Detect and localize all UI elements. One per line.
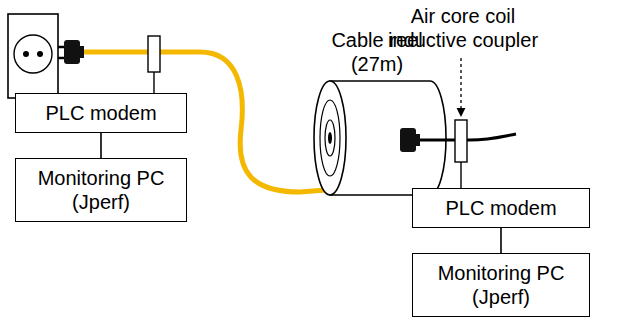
box-text: Monitoring PC (Jperf)	[421, 261, 581, 309]
cable-reel	[314, 81, 446, 195]
coupler-wire	[460, 162, 461, 188]
wall-outlet	[8, 14, 58, 98]
box-text: PLC modem	[45, 101, 156, 125]
left-coupler	[148, 36, 160, 72]
device-box: Monitoring PC (Jperf)	[412, 253, 590, 317]
box-text: Monitoring PC (Jperf)	[24, 166, 178, 214]
cable-link	[100, 133, 102, 158]
part-label: Air core coil inductive coupler	[378, 4, 548, 52]
air-core-coupler	[455, 120, 467, 162]
device-box: PLC modem	[15, 93, 187, 133]
left-plug	[58, 40, 84, 64]
cable-link	[500, 228, 502, 253]
device-box: PLC modem	[412, 188, 590, 228]
callout-arrow	[460, 58, 461, 116]
device-box: Monitoring PC (Jperf)	[15, 158, 187, 222]
coupler-wire	[153, 72, 154, 93]
box-text: PLC modem	[445, 196, 556, 220]
reel-plug	[400, 128, 420, 152]
